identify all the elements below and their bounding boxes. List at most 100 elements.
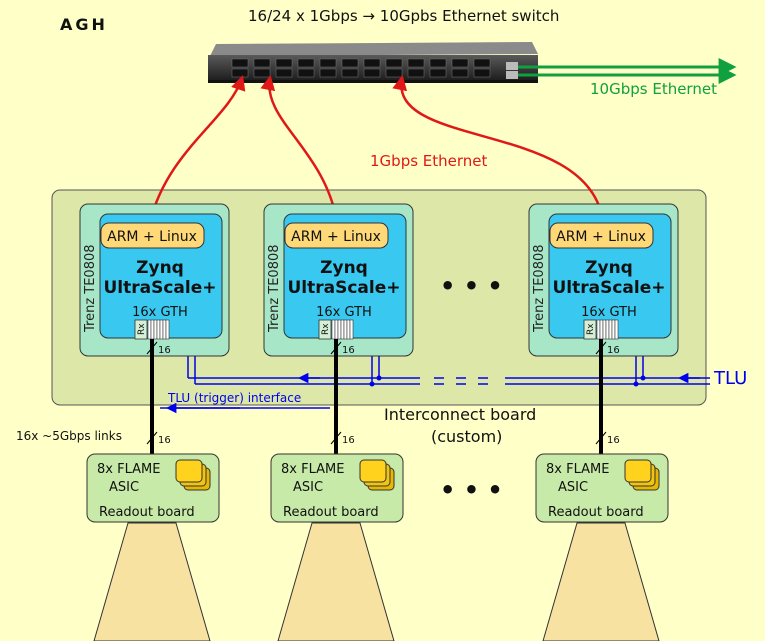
switch-port [231,58,249,68]
bus-width-label: 16 [342,435,355,446]
bus-slash [330,341,342,355]
gbe-label: 1Gbps Ethernet [370,152,488,170]
bus-slash [595,341,607,355]
readout-asic-count: 8x FLAME [97,462,160,477]
switch-port [407,58,425,68]
bus-width-label: 16 [158,435,171,446]
switch-port [275,58,293,68]
bus-width-label: 16 [607,435,620,446]
switch-port [407,68,425,78]
readout-board: 8x FLAME ASIC Readout board [535,453,669,523]
detector-cone [277,522,395,641]
gth-label: 16x GTH [581,305,637,320]
switch-port [473,68,491,78]
module-side-label: Trenz TE0808 [83,244,98,333]
switch-port [297,58,315,68]
readout-asic-label: ASIC [109,480,139,495]
switch-port [319,58,337,68]
links-label: 16x ~5Gbps links [16,429,122,443]
bus-slash [146,341,158,355]
readout-asic-label: ASIC [293,480,323,495]
asic-stack-icon [175,459,211,491]
readout-asic-label: ASIC [558,480,588,495]
tlu-interface-label: TLU (trigger) interface [167,391,301,405]
rx-label: Rx [321,323,331,335]
rx-box [318,319,332,340]
rx-box [134,319,148,340]
switch-port [341,68,359,78]
chip-name: Zynq [320,258,368,278]
bus-width-label: 16 [607,345,620,356]
chip-name: Zynq [585,258,633,278]
ethernet-switch [208,42,538,83]
rx-box [583,319,597,340]
switch-port [363,68,381,78]
readout-ellipsis: • • • [440,476,503,504]
tlu-label: TLU [713,368,747,389]
switch-port [363,58,381,68]
bus-width-label: 16 [158,345,171,356]
cpu-box [549,222,654,249]
cpu-label: ARM + Linux [291,229,381,245]
readout-chains: 16 16 8x FLAME ASIC Readout board 16 16 8x FLAM… [86,339,669,641]
switch-port [385,68,403,78]
module-side-label: Trenz TE0808 [532,244,547,333]
readout-asic-count: 8x FLAME [546,462,609,477]
tlu-junction-dots [369,375,646,387]
interconnect-subtitle: (custom) [431,427,502,446]
gbe-arrow-2 [260,75,343,225]
switch-port [231,68,249,78]
switch-port [385,58,403,68]
gth-lanes [147,319,170,340]
readout-title: Readout board [283,505,379,520]
gth-label: 16x GTH [316,305,372,320]
detector-cone [93,522,211,641]
readout-title: Readout board [99,505,195,520]
switch-title: 16/24 x 1Gbps → 10Gpbs Ethernet switch [248,7,559,25]
switch-port [253,58,271,68]
cpu-box [100,222,205,249]
bus-slash [146,431,158,445]
gbe-arrow-3 [392,75,609,225]
switch-port [275,68,293,78]
readout-board: 8x FLAME ASIC Readout board [270,453,404,523]
cpu-box [284,222,389,249]
gth-label: 16x GTH [132,305,188,320]
switch-port [429,68,447,78]
chip-family: UltraScale+ [103,278,216,298]
switch-port [319,68,337,78]
rx-label: Rx [137,323,147,335]
uplink-label: 10Gbps Ethernet [590,80,717,98]
bus-width-label: 16 [342,345,355,356]
asic-stack-icon [624,459,660,491]
readout-title: Readout board [548,505,644,520]
readout-board: 8x FLAME ASIC Readout board [86,453,220,523]
readout-asic-count: 8x FLAME [281,462,344,477]
interconnect-title: Interconnect board [384,405,536,424]
cpu-label: ARM + Linux [556,229,646,245]
switch-port [253,68,271,78]
switch-port [297,68,315,78]
module-side-label: Trenz TE0808 [267,244,282,333]
asic-stack-icon [359,459,395,491]
chip-family: UltraScale+ [552,278,665,298]
switch-port [451,68,469,78]
agh-logo: AGH [60,15,108,34]
chip-name: Zynq [136,258,184,278]
chip-family: UltraScale+ [287,278,400,298]
switch-port [429,58,447,68]
switch-port [473,58,491,68]
detector-cone [542,522,660,641]
cpu-label: ARM + Linux [107,229,197,245]
switch-port [341,58,359,68]
gth-lanes [596,319,619,340]
tlu-gap-dashes [434,377,488,385]
module-ellipsis: • • • [440,272,503,300]
switch-port [451,58,469,68]
gbe-arrow-1 [145,75,246,225]
